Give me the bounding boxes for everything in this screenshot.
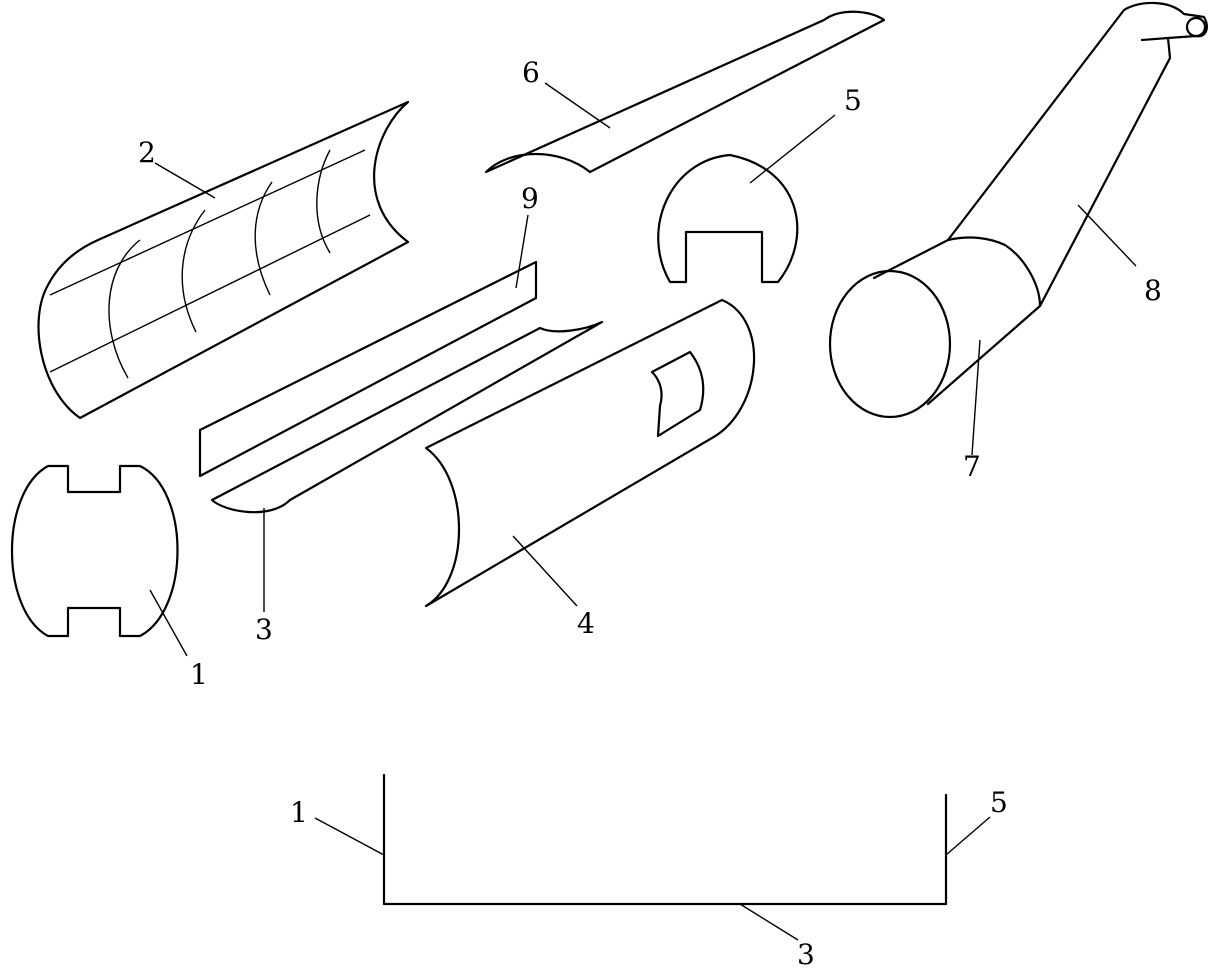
label-5: 5 [844,84,862,117]
leader-8 [1077,204,1137,267]
part-6-shell-strip [484,10,886,174]
label-3: 3 [255,613,273,646]
part-3-shell-strip [210,320,604,514]
label-schematic-1: 1 [290,796,308,829]
label-6: 6 [522,56,540,89]
leader-4 [512,535,578,607]
label-schematic-3: 3 [797,938,815,970]
label-1: 1 [190,658,208,691]
leader-5 [749,114,836,184]
leader-6 [544,82,611,129]
leader-7 [971,339,981,456]
label-8: 8 [1144,274,1162,307]
part-1-end-cap [10,464,179,638]
label-9: 9 [521,182,539,215]
part-5-end-cap [657,153,799,284]
part-7-cylinder [828,236,1042,419]
label-7: 7 [963,450,981,483]
part-4-half-shell [424,298,756,608]
label-4: 4 [577,607,595,640]
label-schematic-5: 5 [990,786,1008,819]
part-2-half-cylinder [37,100,410,420]
part-8-pipe [946,1,1208,308]
leader-1 [149,589,188,657]
label-2: 2 [138,136,156,169]
part-9-strip [198,260,538,478]
leader-2 [154,162,216,199]
leader-9 [515,214,529,289]
assembly-schematic [314,773,991,941]
